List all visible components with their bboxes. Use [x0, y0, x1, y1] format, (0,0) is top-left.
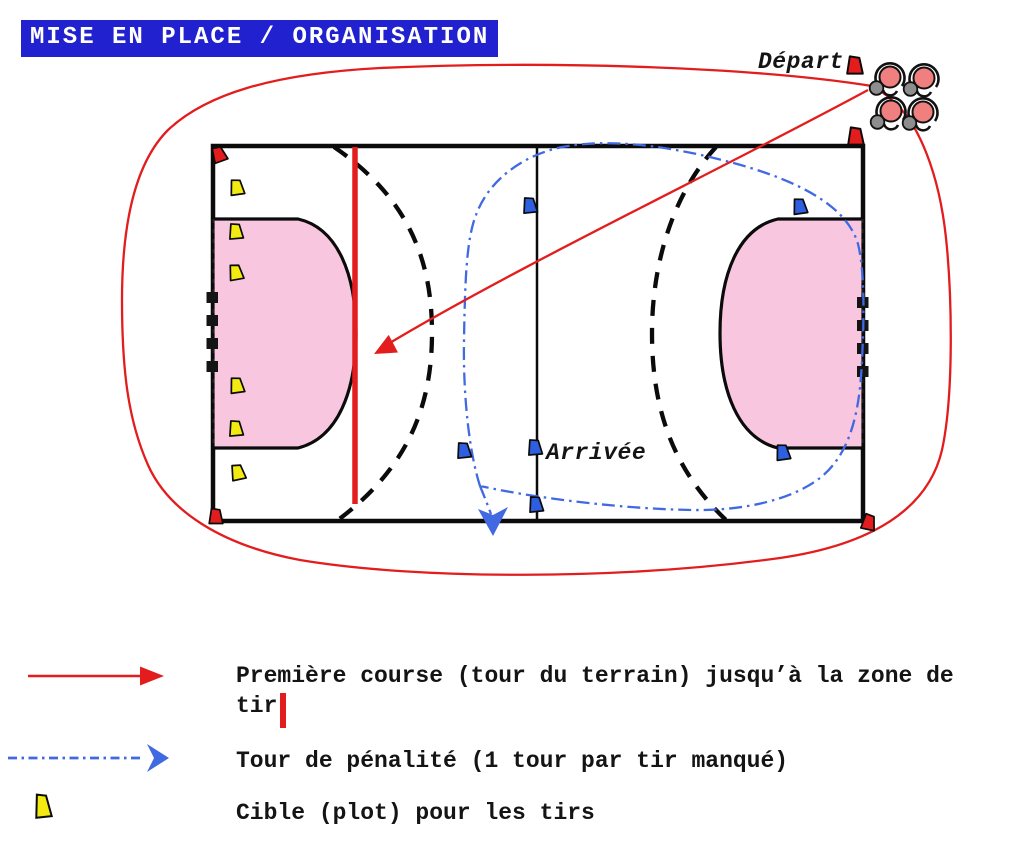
legend-red-arrow-icon — [28, 666, 164, 686]
first-course-arrow-line — [387, 88, 869, 345]
legend-target-cone-text: Cible (plot) pour les tirs — [236, 800, 595, 826]
legend-blue-dashdot-arrow-icon — [8, 744, 169, 772]
legend-penalty-lap-text: Tour de pénalité (1 tour par tir manqué) — [236, 748, 789, 774]
court — [206, 143, 869, 524]
first-course-arrow — [374, 88, 869, 354]
player-icon — [901, 97, 939, 132]
player-icon — [902, 63, 940, 98]
penalty-loop — [462, 142, 865, 536]
legend-yellow-cone-icon — [35, 793, 53, 819]
first-course-loop-path — [120, 63, 952, 576]
penalty-loop-path — [462, 142, 865, 512]
player-icon — [868, 62, 906, 97]
red-cone — [846, 55, 864, 75]
legend-first-course-text: Première course (tour du terrain) jusqu’… — [236, 663, 968, 719]
shooting-zone-bar-icon — [280, 693, 287, 728]
depart-label: Départ — [758, 49, 844, 75]
goal-left — [206, 292, 218, 372]
legend-item-penalty-lap: Tour de pénalité (1 tour par tir manqué) — [236, 746, 996, 776]
red-cone — [208, 507, 224, 525]
player-group — [868, 62, 940, 132]
nine-meter-line-right — [649, 145, 728, 522]
penalty-arrowhead — [478, 507, 508, 536]
red-cone — [847, 126, 865, 146]
legend-item-first-course: Première course (tour du terrain) jusqu’… — [236, 661, 978, 728]
exercise-diagram: Départ Arrivée — [120, 49, 952, 576]
first-course-arrowhead — [374, 334, 398, 354]
legend-item-target-cone: Cible (plot) pour les tirs — [236, 798, 836, 828]
goal-area-left — [211, 217, 358, 450]
goal-area-right — [718, 217, 865, 450]
page-title: MISE EN PLACE / ORGANISATION — [21, 20, 499, 57]
arrivee-label: Arrivée — [544, 440, 646, 466]
penalty-arrow-spur — [478, 485, 493, 515]
player-icon — [869, 96, 907, 131]
